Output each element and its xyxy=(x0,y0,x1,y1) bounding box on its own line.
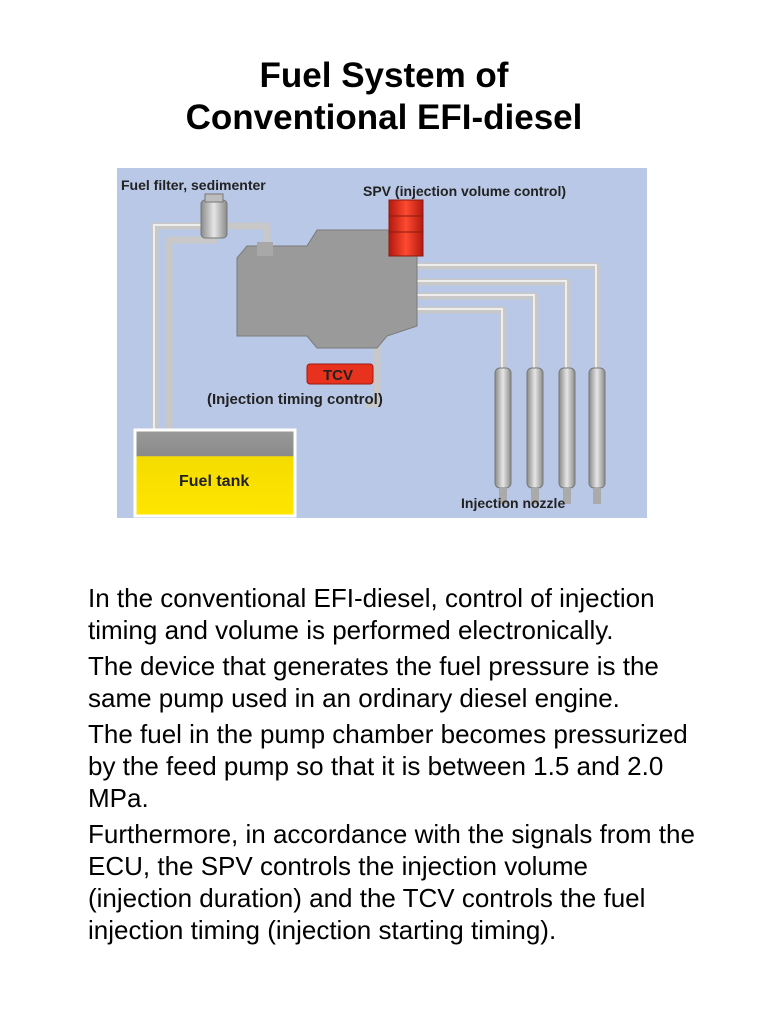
paragraph-2: The device that generates the fuel press… xyxy=(88,651,659,713)
paragraph-3: The fuel in the pump chamber becomes pre… xyxy=(88,719,688,813)
injection-nozzle-2 xyxy=(526,367,544,504)
fuel-tank-label: Fuel tank xyxy=(179,473,249,490)
diagram-svg: Fuel filter, sedimenter SPV (injection v… xyxy=(117,168,647,518)
fuel-tank xyxy=(133,428,297,518)
injection-nozzle-1 xyxy=(494,367,512,504)
body-text: In the conventional EFI-diesel, control … xyxy=(88,582,698,950)
tcv-valve xyxy=(306,363,374,385)
paragraph-1: In the conventional EFI-diesel, control … xyxy=(88,583,655,645)
fuel-filter xyxy=(200,193,228,239)
pipe-highlights xyxy=(153,224,597,430)
title-line-2: Conventional EFI-diesel xyxy=(185,98,583,137)
injection-nozzle-label: Injection nozzle xyxy=(461,495,565,511)
injection-nozzles xyxy=(494,367,606,504)
fuel-system-diagram: Fuel filter, sedimenter SPV (injection v… xyxy=(117,168,647,518)
tcv-label: TCV xyxy=(323,367,353,384)
tcv-description-label: (Injection timing control) xyxy=(207,391,383,408)
spv-valve xyxy=(388,199,424,257)
paragraph-4: Furthermore, in accordance with the sign… xyxy=(88,819,695,945)
filter-label: Fuel filter, sedimenter xyxy=(121,177,266,193)
injection-pump xyxy=(236,229,418,349)
injection-nozzle-3 xyxy=(558,367,576,504)
title-line-1: Fuel System of xyxy=(259,56,509,95)
spv-label: SPV (injection volume control) xyxy=(363,183,566,199)
page-title: Fuel System of Conventional EFI-diesel xyxy=(0,55,768,139)
injection-nozzle-4 xyxy=(588,367,606,504)
